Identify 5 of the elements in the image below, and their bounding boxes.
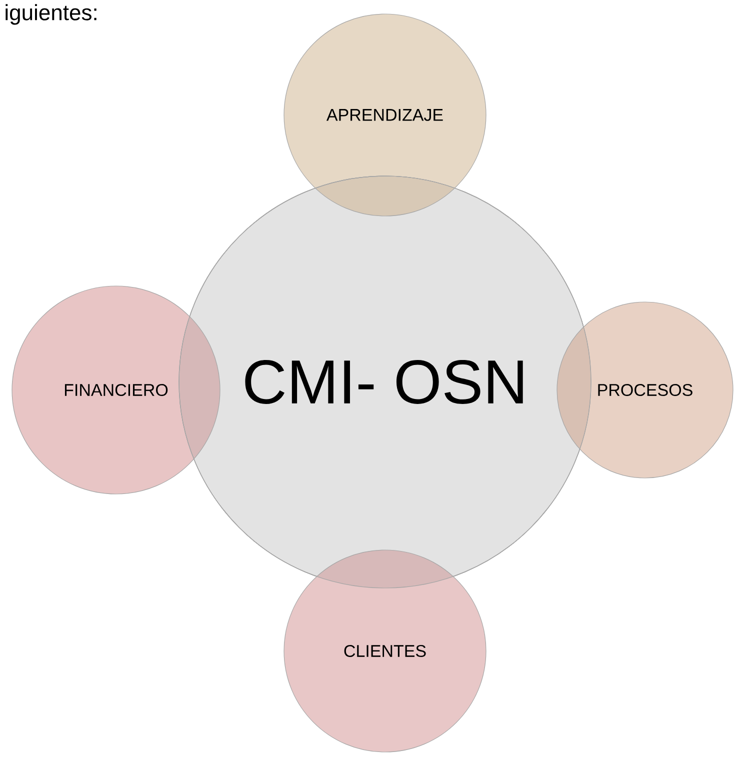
node-label: FINANCIERO bbox=[64, 384, 168, 396]
node-label: PROCESOS bbox=[598, 384, 692, 396]
text: iguientes: bbox=[6, 4, 96, 25]
node-label: APRENDIZAJE bbox=[326, 109, 443, 121]
node-label: CLIENTES bbox=[344, 644, 426, 658]
